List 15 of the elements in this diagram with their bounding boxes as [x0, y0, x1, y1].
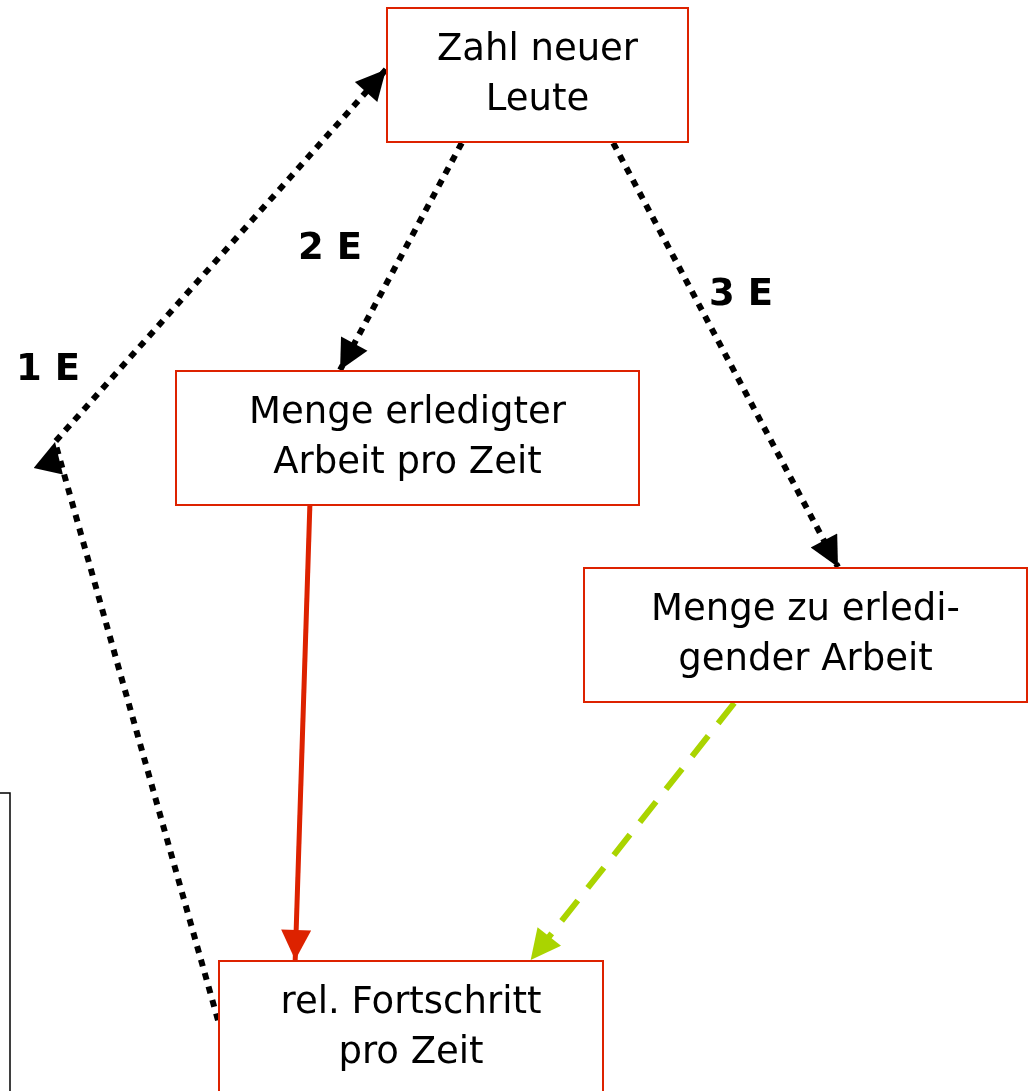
- node-label: Zahl neuer Leute: [435, 25, 640, 121]
- process-box: [583, 567, 1028, 703]
- arrow: [281, 505, 313, 961]
- node-label: Menge zu erledi- gender Arbeit: [650, 585, 961, 681]
- node-label: rel. Fortschritt pro Zeit: [279, 978, 543, 1074]
- arrow: [337, 141, 465, 372]
- node-label: Menge erledigter Arbeit pro Zeit: [248, 388, 567, 484]
- process-box: [386, 7, 689, 143]
- edge-label: 2 E: [298, 226, 362, 268]
- arrow: [610, 141, 841, 569]
- process-box: [175, 370, 640, 506]
- process-box: [218, 960, 604, 1091]
- arrow: [528, 701, 737, 962]
- edge-label: 3 E: [709, 272, 773, 314]
- edge-label: 1 E: [16, 347, 80, 389]
